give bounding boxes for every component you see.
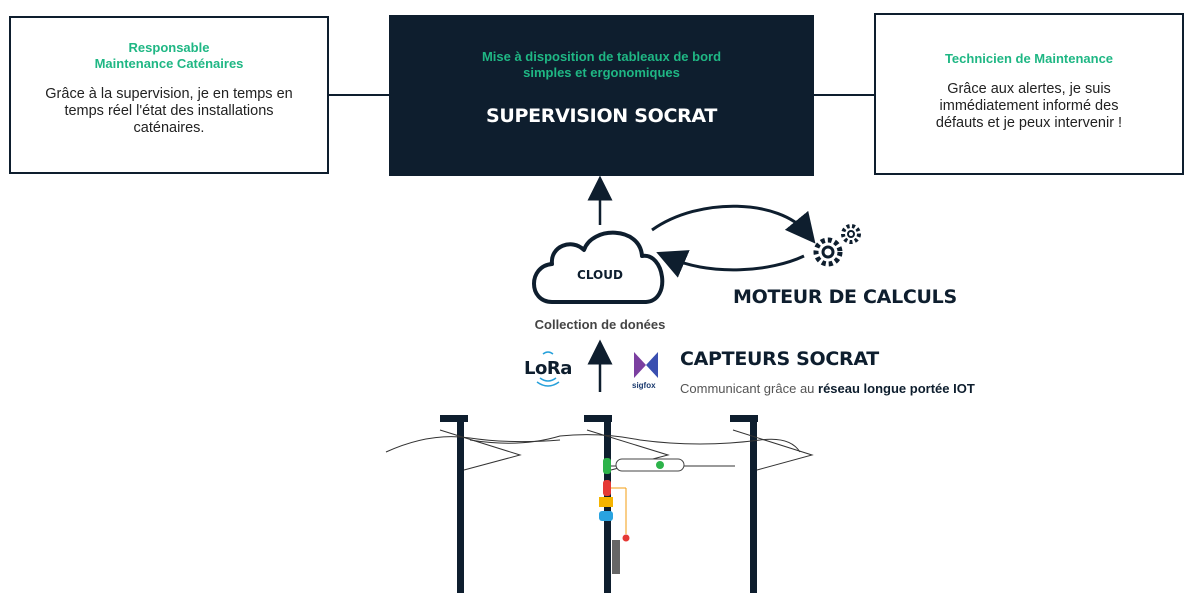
responsable-card: Responsable Maintenance Caténaires Grâce… xyxy=(9,16,329,174)
to-moteur-arrow xyxy=(651,204,816,244)
from-moteur-arrow xyxy=(656,250,805,278)
responsable-text: Grâce à la supervision, je en temps en t… xyxy=(45,86,293,136)
supervision-subtitle-line2: simples et ergonomiques xyxy=(523,65,680,80)
lora-logo: LoRa xyxy=(524,358,572,379)
collection-label: Collection de donées xyxy=(534,317,666,332)
supervision-subtitle: Mise à disposition de tableaux de bord s… xyxy=(389,49,814,81)
cloud-label: CLOUD xyxy=(577,268,623,282)
sigfox-icon xyxy=(634,352,658,378)
capteurs-title: CAPTEURS SOCRAT xyxy=(680,348,879,370)
catenary-wires xyxy=(385,429,814,471)
responsable-title-line2: Maintenance Caténaires xyxy=(94,56,244,71)
sigfox-label: sigfox xyxy=(632,381,656,390)
technicien-card: Technicien de Maintenance Grâce aux aler… xyxy=(874,13,1184,175)
capteurs-subtitle-prefix: Communicant grâce au xyxy=(680,381,819,396)
sensor-devices xyxy=(599,458,685,574)
gears-icon xyxy=(813,224,861,267)
capteurs-subtitle-bold: réseau longue portée IOT xyxy=(818,381,975,396)
responsable-title-line1: Responsable xyxy=(128,40,210,55)
moteur-title: MOTEUR DE CALCULS xyxy=(733,286,957,308)
supervision-title: SUPERVISION SOCRAT xyxy=(485,105,718,127)
lora-signal-icon xyxy=(536,351,560,387)
capteurs-subtitle: Communicant grâce au réseau longue porté… xyxy=(680,381,975,396)
technicien-title: Technicien de Maintenance xyxy=(944,51,1114,66)
technicien-text: Grâce aux alertes, je suis immédiatement… xyxy=(935,81,1123,131)
supervision-subtitle-line1: Mise à disposition de tableaux de bord xyxy=(481,49,722,64)
supervision-card: Mise à disposition de tableaux de bord s… xyxy=(389,15,814,176)
responsable-title: Responsable Maintenance Caténaires xyxy=(11,40,327,72)
